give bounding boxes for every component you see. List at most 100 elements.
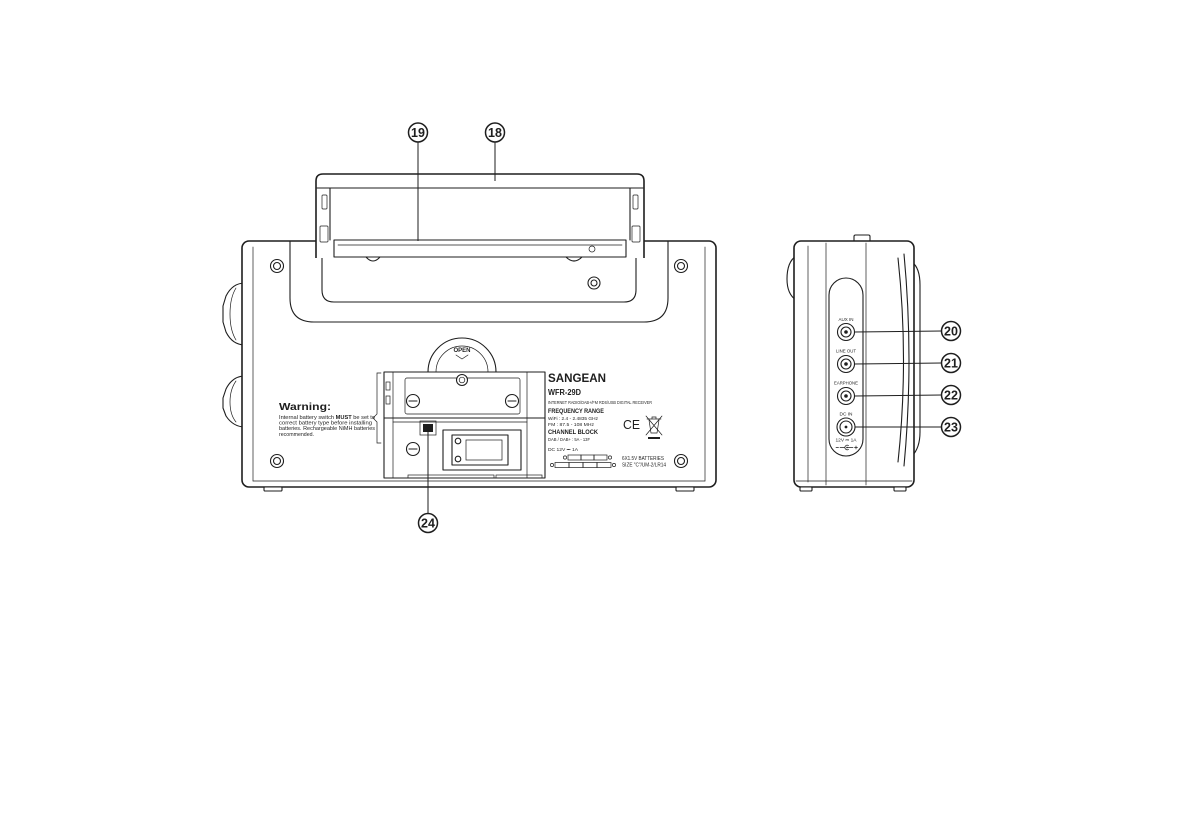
compartment-latch-right bbox=[565, 256, 583, 262]
aux-in-label: AUX IN bbox=[839, 317, 854, 322]
door-screw-low-left bbox=[405, 441, 421, 457]
handle-outline bbox=[315, 173, 645, 258]
warning-line-1-emphasis: MUST bbox=[336, 415, 353, 421]
door-screw-top bbox=[455, 373, 469, 387]
screw-recess bbox=[272, 456, 282, 466]
battery-terminal-icon bbox=[550, 463, 554, 467]
jack-hole bbox=[844, 394, 848, 398]
jack-inner bbox=[840, 326, 852, 338]
switch-module-window bbox=[465, 439, 503, 461]
battery-door: OPEN bbox=[383, 337, 546, 479]
earphone-label: EARPHONE bbox=[834, 381, 858, 386]
earphone-jack bbox=[836, 386, 856, 406]
callout-20-leader bbox=[853, 330, 942, 333]
callout-19-number: 19 bbox=[411, 126, 425, 140]
callout-18: 18 bbox=[484, 122, 506, 181]
door-bottom-bar-right bbox=[495, 474, 543, 479]
speaker-grille-curve-inner bbox=[897, 257, 905, 463]
warning-line-2: correct battery type before installing bbox=[279, 421, 372, 427]
battery-terminal-icon bbox=[612, 463, 616, 467]
warning-line-3: batteries. Rechargeable NiMH batteries bbox=[279, 426, 375, 432]
polarity-c-shape bbox=[844, 444, 849, 451]
handle-hinge-right-lower bbox=[631, 225, 641, 243]
screw-head bbox=[269, 453, 285, 469]
battery-type-switch-slider bbox=[423, 424, 433, 432]
switch-module bbox=[442, 429, 522, 471]
weee-bin-icon bbox=[645, 415, 663, 439]
handle-hinge-left-upper bbox=[321, 194, 328, 210]
screw-bottom-left bbox=[269, 453, 285, 469]
callout-19-circle bbox=[407, 122, 429, 143]
battery-terminal-icon bbox=[608, 455, 612, 460]
screw-head bbox=[673, 258, 689, 274]
callout-21-number: 21 bbox=[944, 357, 958, 371]
callout-20-circle bbox=[940, 320, 962, 342]
screw-head bbox=[673, 453, 689, 469]
door-open-tab-inner bbox=[435, 345, 489, 373]
lower-knob-outline bbox=[222, 375, 246, 428]
polarity-symbol-icon bbox=[835, 444, 858, 451]
upper-knob-outline bbox=[222, 282, 246, 346]
battery-cell bbox=[593, 454, 608, 461]
bin-body bbox=[648, 419, 660, 434]
screw-top-left bbox=[269, 258, 285, 274]
callout-24: 24 bbox=[417, 432, 439, 534]
handle-recess-outer bbox=[289, 240, 669, 323]
screw-head bbox=[587, 276, 601, 290]
screw-recess bbox=[676, 456, 686, 466]
handle-hinge-left-lower bbox=[319, 225, 329, 243]
switch-module-screw-top bbox=[454, 437, 462, 445]
door-screw-mid-left bbox=[405, 393, 421, 409]
rating-label: SANGEAN WFR-29D INTERNET RADIO/DAB+/FM R… bbox=[548, 371, 663, 452]
callout-19: 19 bbox=[407, 122, 429, 241]
callout-22-number: 22 bbox=[944, 389, 958, 403]
door-clip-lower bbox=[385, 395, 391, 405]
door-clip-upper bbox=[385, 381, 391, 391]
door-open-label: OPEN bbox=[453, 348, 470, 354]
compartment-outline bbox=[333, 239, 627, 258]
product-description: INTERNET RADIO/DAB+/FM RDS/USB DIGITAL R… bbox=[548, 400, 653, 405]
door-open-tab bbox=[427, 337, 497, 373]
lower-knob-ridge bbox=[229, 380, 237, 423]
handle-hinge-right-upper bbox=[632, 194, 639, 210]
battery-size: SIZE "C"/UM-2/LR14 bbox=[622, 463, 666, 469]
jack-hole bbox=[844, 362, 848, 366]
jack-hole bbox=[844, 330, 848, 334]
side-foot-right bbox=[893, 486, 907, 492]
callout-22-leader bbox=[853, 394, 942, 397]
callout-23-number: 23 bbox=[944, 421, 958, 435]
compartment-latch-left bbox=[365, 256, 381, 262]
callout-18-number: 18 bbox=[488, 126, 502, 140]
foot-right bbox=[675, 486, 695, 492]
upper-knob bbox=[222, 282, 246, 346]
channel-heading: CHANNEL BLOCK bbox=[548, 429, 598, 436]
screw-recess bbox=[676, 261, 686, 271]
jack-inner bbox=[839, 420, 853, 434]
screw-recess bbox=[272, 261, 282, 271]
switch-module-frame bbox=[442, 429, 522, 471]
recess-screw bbox=[587, 276, 601, 290]
bin-cross bbox=[645, 415, 663, 436]
warning-line-1-start: Internal battery switch bbox=[279, 415, 336, 421]
dab-channels: DAB / DAB+ : 5A - 13F bbox=[548, 437, 590, 442]
warning-bracket bbox=[372, 372, 382, 444]
screw-head bbox=[455, 373, 469, 387]
speaker-grille-curve-outer bbox=[903, 253, 910, 467]
jack-pin bbox=[844, 425, 848, 429]
wifi-range: WiFi : 2.4 - 2.4835 GHz bbox=[548, 416, 599, 421]
callout-23: 23 bbox=[855, 416, 962, 438]
callout-22: 22 bbox=[853, 384, 962, 406]
battery-terminal-icon bbox=[563, 455, 567, 460]
dc-in-label: DC IN bbox=[840, 412, 853, 417]
brand-logo: SANGEAN bbox=[548, 371, 606, 385]
door-open-arrow-icon bbox=[455, 354, 469, 360]
fm-range: FM : 87.5 - 108 MHz bbox=[548, 422, 595, 427]
handle-recess-inner bbox=[321, 257, 637, 303]
screw-recess bbox=[458, 376, 466, 384]
dc-in-jack bbox=[836, 417, 856, 437]
lower-knob bbox=[222, 375, 246, 428]
callout-20: 20 bbox=[853, 320, 962, 342]
upper-knob-ridge bbox=[229, 287, 237, 341]
power-rating: DC 12V ⎓ 1A bbox=[548, 447, 579, 452]
